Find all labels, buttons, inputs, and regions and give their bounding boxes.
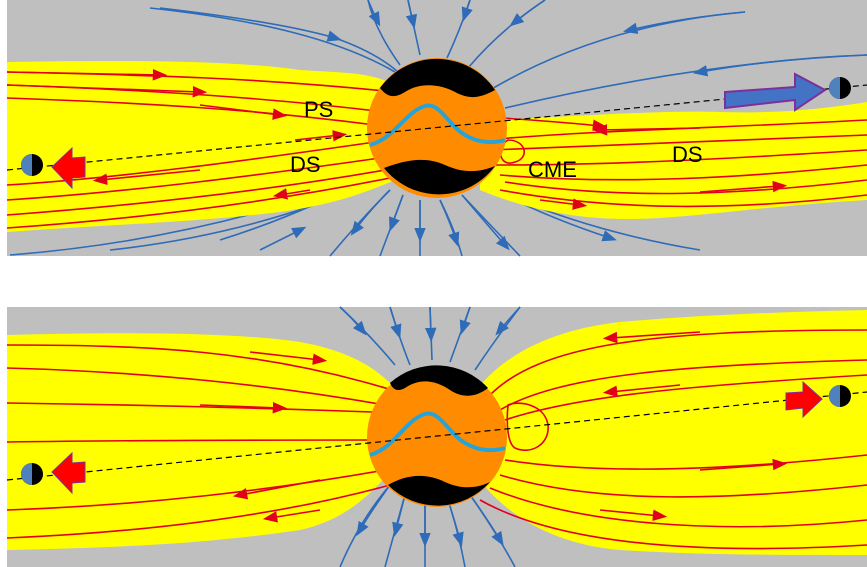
panel-bottom [7,307,867,567]
label-ds-left: DS [290,152,321,177]
label-cme: CME [528,157,577,182]
panel-top: PS DS CME DS [7,0,867,256]
label-ps: PS [304,97,333,122]
earth-icon [21,463,43,485]
label-ds-right: DS [672,142,703,167]
earth-icon [829,385,851,407]
earth-icon [21,154,43,176]
earth-icon [829,77,851,99]
streamer-belt [478,310,867,555]
